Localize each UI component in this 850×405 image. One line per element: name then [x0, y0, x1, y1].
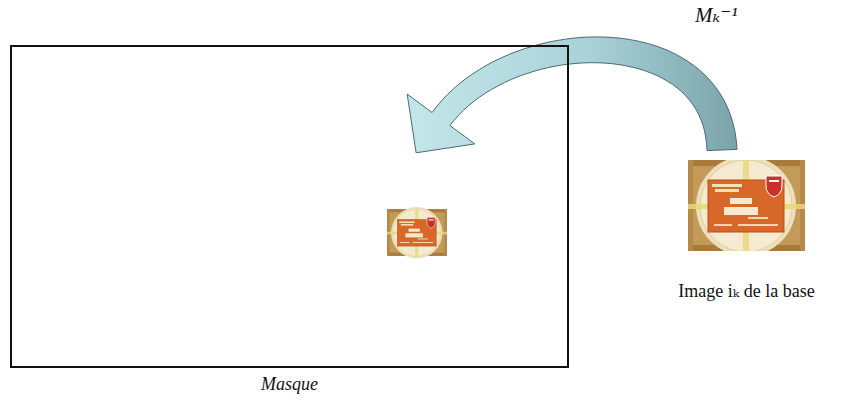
base-image: Image iₖ de la base — [688, 160, 805, 251]
small-cheese-photo — [387, 207, 447, 258]
curved-arrow — [407, 37, 737, 153]
frame-caption: Masque — [261, 374, 318, 396]
cheese-photo — [688, 160, 805, 251]
mask-frame: Masque — [10, 45, 569, 368]
transform-label: Mₖ⁻¹ — [693, 3, 740, 28]
image-caption: Image iₖ de la base — [678, 281, 815, 303]
